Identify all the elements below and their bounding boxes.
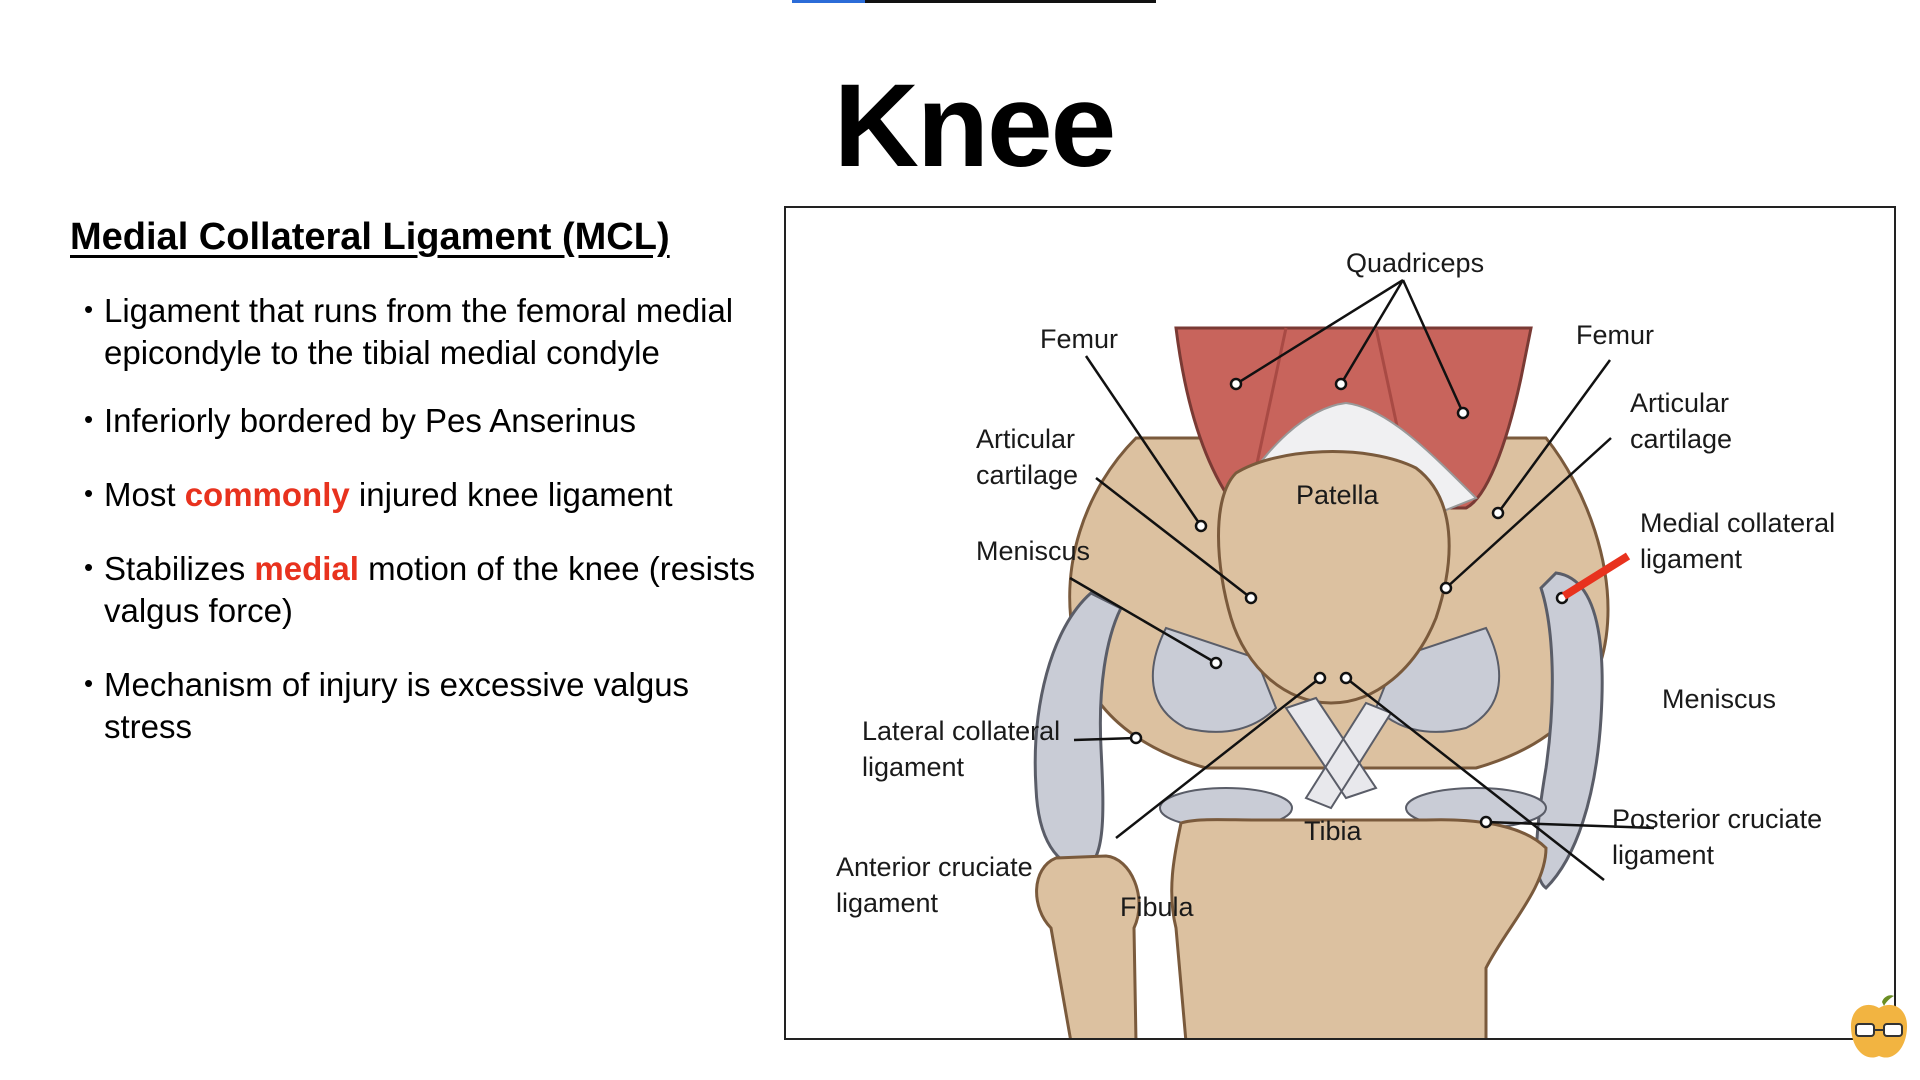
label-femur-right: Femur <box>1576 320 1654 350</box>
bullet-text: injured knee ligament <box>349 476 673 513</box>
label-articular-right-1: Articular <box>1630 388 1729 418</box>
fibula-shape <box>1035 854 1141 1038</box>
bullet-item: Stabilizes medial motion of the knee (re… <box>82 546 772 632</box>
patella-shape <box>1217 450 1451 705</box>
bullet-text: Stabilizes <box>104 550 255 587</box>
bullet-list: Ligament that runs from the femoral medi… <box>82 288 772 748</box>
label-articular-left-2: cartilage <box>976 460 1078 490</box>
label-lcl-2: ligament <box>862 752 965 782</box>
label-femur-left: Femur <box>1040 324 1118 354</box>
knee-illustration: Quadriceps Femur Femur Articular cartila… <box>836 248 1835 1038</box>
medial-collateral-ligament-shape <box>1535 571 1604 890</box>
video-progress-bar[interactable] <box>792 0 1156 3</box>
label-articular-left-1: Articular <box>976 424 1075 454</box>
quadriceps-band-1 <box>1254 327 1288 469</box>
label-fibula: Fibula <box>1120 892 1195 922</box>
cruciate-ligaments-shape <box>1284 696 1393 810</box>
articular-cartilage-left-shape <box>1151 626 1278 733</box>
bullet-item: Ligament that runs from the femoral medi… <box>82 288 772 374</box>
label-lcl-1: Lateral collateral <box>862 716 1060 746</box>
highlight-text: medial <box>254 550 359 587</box>
label-meniscus-right: Meniscus <box>1662 684 1776 714</box>
label-pcl-2: ligament <box>1612 840 1715 870</box>
bullet-item: Inferiorly bordered by Pes Anserinus <box>82 398 772 442</box>
knee-diagram: Quadriceps Femur Femur Articular cartila… <box>784 206 1896 1040</box>
label-mcl-2: ligament <box>1640 544 1743 574</box>
tibia-shape <box>1170 818 1548 1038</box>
section-heading: Medial Collateral Ligament (MCL) <box>70 216 670 258</box>
bullet-text: Mechanism of injury is excessive valgus … <box>104 666 690 745</box>
label-tibia: Tibia <box>1304 816 1363 846</box>
bullet-text: Most <box>104 476 185 513</box>
label-quadriceps: Quadriceps <box>1346 248 1484 278</box>
label-acl-2: ligament <box>836 888 939 918</box>
bullet-text: Ligament that runs from the femoral medi… <box>104 292 734 371</box>
bullet-item: Most commonly injured knee ligament <box>82 472 772 516</box>
label-articular-right-2: cartilage <box>1630 424 1732 454</box>
highlight-text: commonly <box>184 476 350 513</box>
apple-with-glasses-icon <box>1846 994 1912 1064</box>
label-patella: Patella <box>1296 480 1380 510</box>
slide-title: Knee <box>833 60 1117 192</box>
bullet-text: Inferiorly bordered by Pes Anserinus <box>104 402 636 439</box>
label-pcl-1: Posterior cruciate <box>1612 804 1822 834</box>
pointer-dots <box>1129 377 1569 829</box>
label-meniscus-left: Meniscus <box>976 536 1090 566</box>
label-acl-1: Anterior cruciate <box>836 852 1033 882</box>
bullet-item: Mechanism of injury is excessive valgus … <box>82 662 772 748</box>
mcl-red-pointer <box>1561 552 1631 600</box>
label-mcl-1: Medial collateral <box>1640 508 1835 538</box>
bullet-text: motion of the knee (resists valgus force… <box>104 550 756 629</box>
leader-lines <box>1069 278 1655 881</box>
video-progress-fill <box>792 0 865 3</box>
